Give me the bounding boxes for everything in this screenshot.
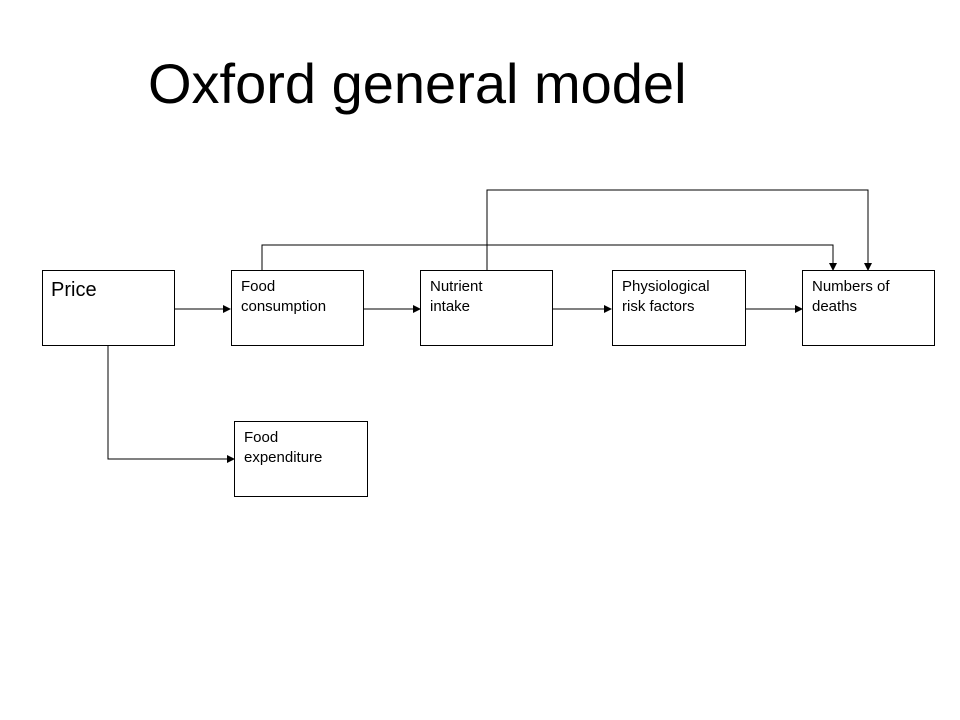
node-price-label: Price: [51, 279, 97, 301]
node-food-consumption: Food consumption: [231, 270, 364, 346]
node-nutrient-intake-label: Nutrient intake: [430, 278, 483, 315]
node-numbers-of-deaths-label: Numbers of deaths: [812, 278, 890, 315]
node-physiological-risk-factors-label: Physiological risk factors: [622, 278, 710, 315]
edge-food-consumption-to-numbers-of-deaths: [261, 244, 837, 271]
node-nutrient-intake: Nutrient intake: [420, 270, 553, 346]
node-numbers-of-deaths: Numbers of deaths: [802, 270, 935, 346]
node-food-consumption-label: Food consumption: [241, 278, 327, 315]
diagram-title: Oxford general model: [148, 52, 687, 115]
node-food-expenditure-label: Food expenditure: [244, 429, 323, 466]
edge-nutrient-intake-to-numbers-of-deaths: [486, 189, 872, 271]
node-physiological-risk-factors: Physiological risk factors: [612, 270, 746, 346]
node-price: Price: [42, 270, 175, 346]
edge-price-to-food-expenditure: [107, 345, 235, 463]
node-food-expenditure: Food expenditure: [234, 421, 368, 497]
